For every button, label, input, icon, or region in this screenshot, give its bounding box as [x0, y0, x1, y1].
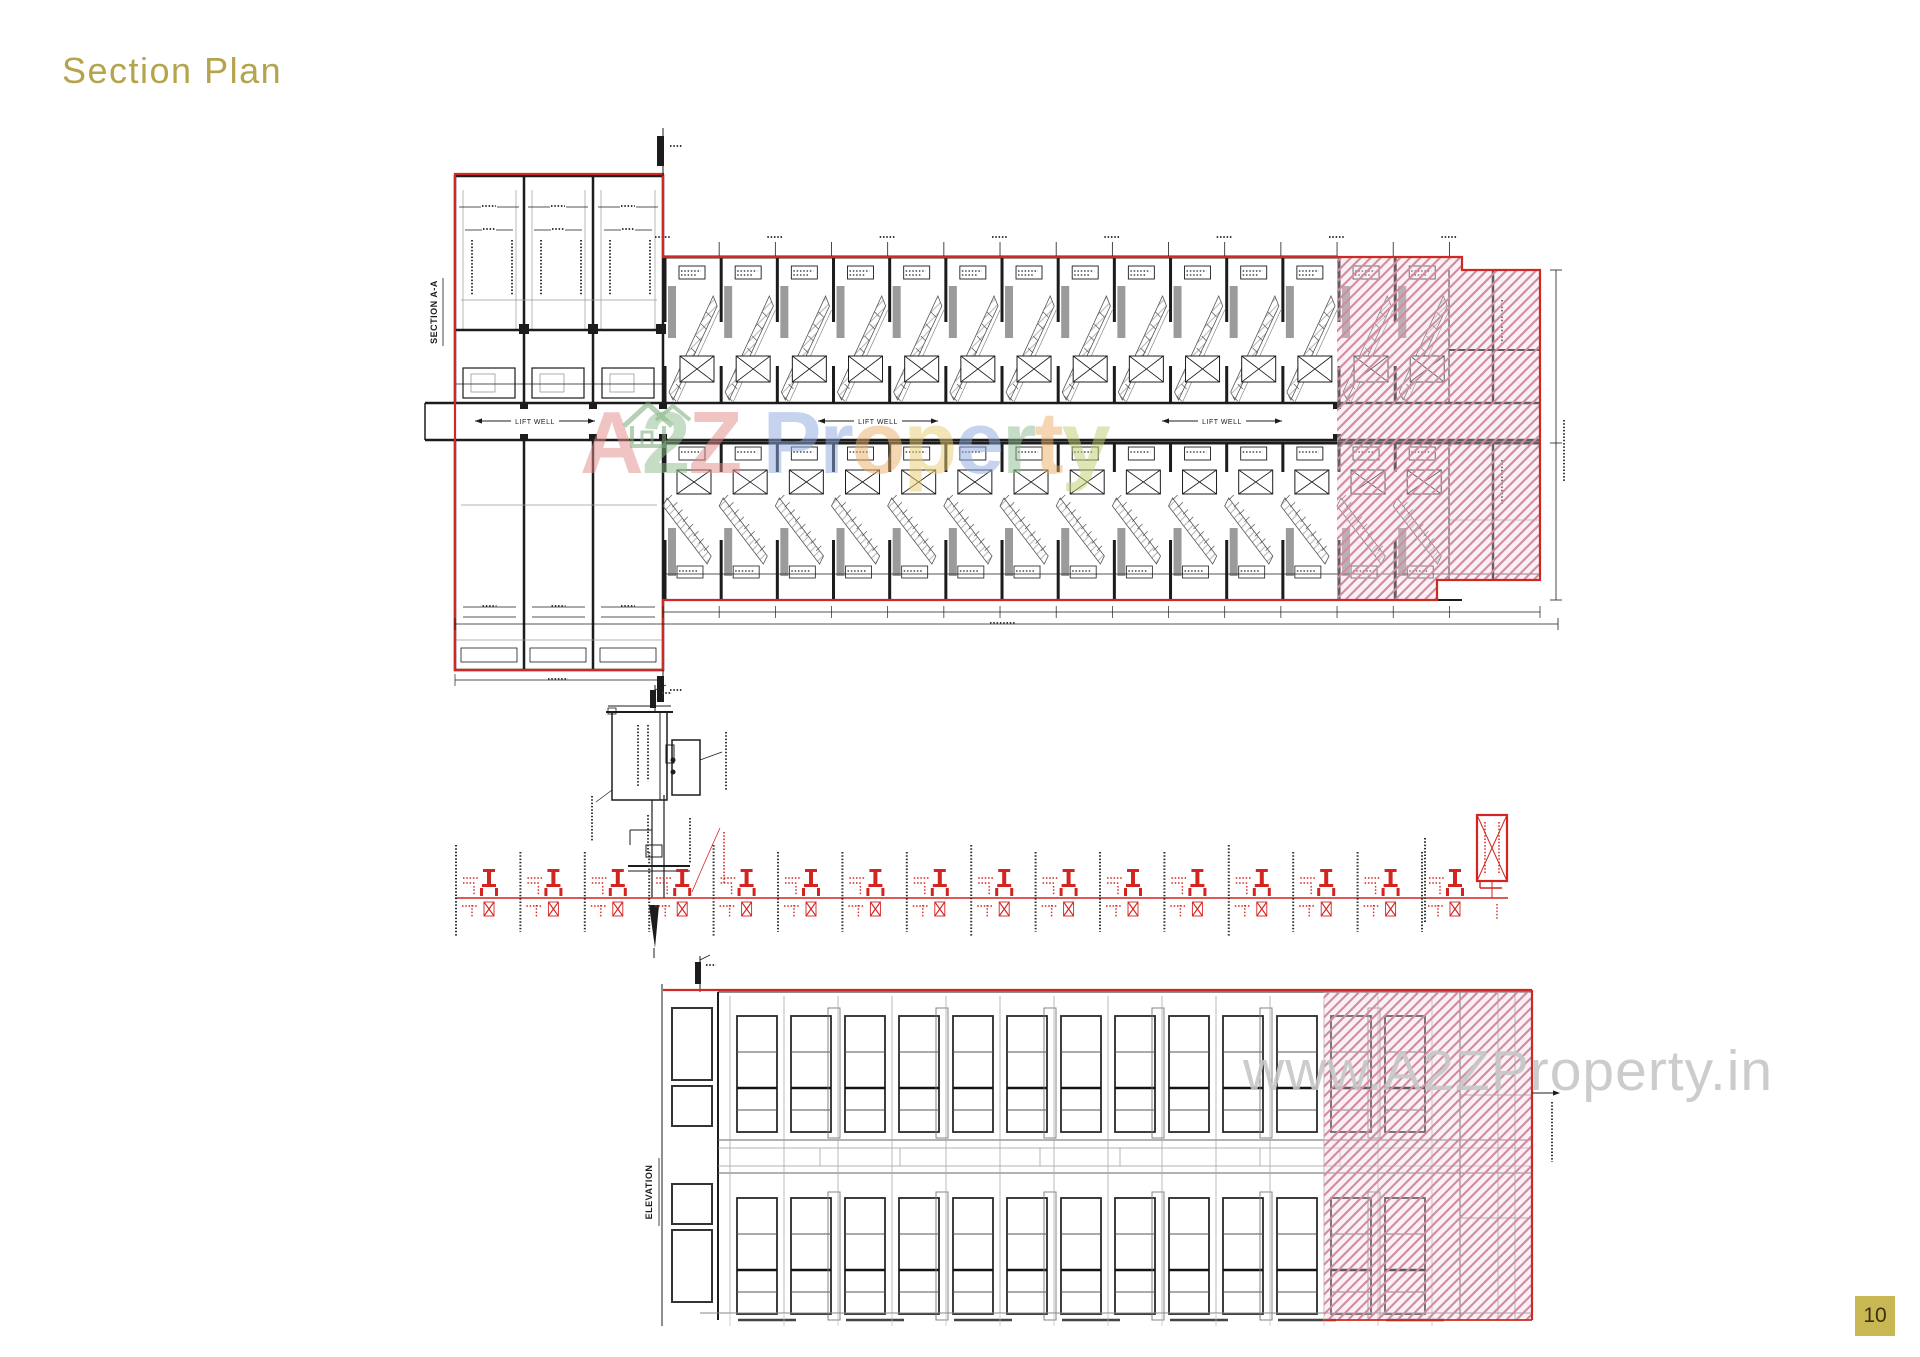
svg-text:LIFT WELL: LIFT WELL	[515, 419, 555, 426]
svg-text:SECTION A-A: SECTION A-A	[429, 280, 439, 344]
page-number-badge: 10	[1855, 1296, 1895, 1336]
svg-text:ELEVATION: ELEVATION	[644, 1165, 654, 1220]
drainage-schematic	[455, 684, 1509, 958]
section-a-a-drawing: LIFT WELL LIFT WELL LIFT WELL SECTION A-A	[424, 128, 1565, 702]
elevation-drawing: ELEVATION	[644, 954, 1560, 1326]
page-title: Section Plan	[62, 50, 283, 91]
svg-text:LIFT WELL: LIFT WELL	[858, 419, 898, 426]
svg-text:LIFT WELL: LIFT WELL	[1202, 419, 1242, 426]
